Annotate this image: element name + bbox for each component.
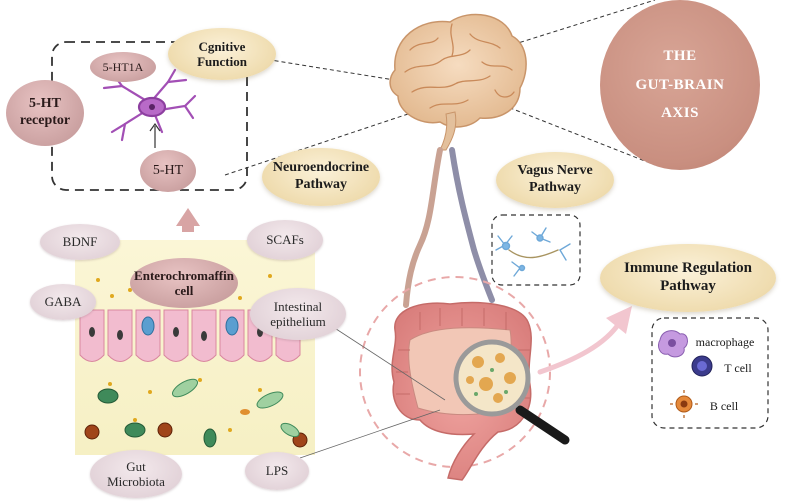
vagus-nerve-inset [491,214,581,286]
gut-highlight-circle [359,276,551,468]
scafs-bubble: SCAFs [247,220,323,260]
enterochromaffin-cell-bubble: Enterochromaffin cell [130,258,238,308]
5ht1a-bubble: 5-HT1A [90,52,156,82]
b-cell-label: B cell [709,398,739,413]
neuron-icon [102,68,197,142]
immune-regulation-pathway-bubble: Immune Regulation Pathway [600,244,776,312]
vagus-neuron-icon [495,227,571,277]
t-cell-label: T cell [724,360,752,375]
nerve-pathways [403,147,495,308]
t-cell-icon [691,355,713,377]
upward-arrow [176,208,200,232]
neuroendocrine-pathway-bubble: Neuroendocrine Pathway [262,148,380,206]
macrophage-icon [657,330,688,358]
brain-icon [389,13,527,151]
magnifier-icon [453,339,570,445]
title-circle: THE GUT-BRAIN AXIS [600,0,760,170]
5ht-receptor-bubble: 5-HT receptor [6,80,84,146]
label-leader-lines [299,324,446,459]
5ht-bubble: 5-HT [140,150,196,192]
b-cell-icon [670,390,698,418]
gut-microbiota-bubble: Gut Microbiota [90,450,182,498]
macrophage-label: macrophage [695,334,755,349]
vagus-nerve-pathway-bubble: Vagus Nerve Pathway [496,152,614,208]
arrow-icon [149,122,161,148]
bacteria-icons [84,378,308,448]
bdnf-bubble: BDNF [40,224,120,260]
gaba-bubble: GABA [30,284,96,320]
immune-arrow [537,306,632,375]
lps-bubble: LPS [245,452,309,490]
brain-inset-box [51,41,248,191]
cognitive-function-bubble: Cgnitive Function [168,28,276,80]
intestinal-epithelium-bubble: Intestinal epithelium [250,288,346,340]
